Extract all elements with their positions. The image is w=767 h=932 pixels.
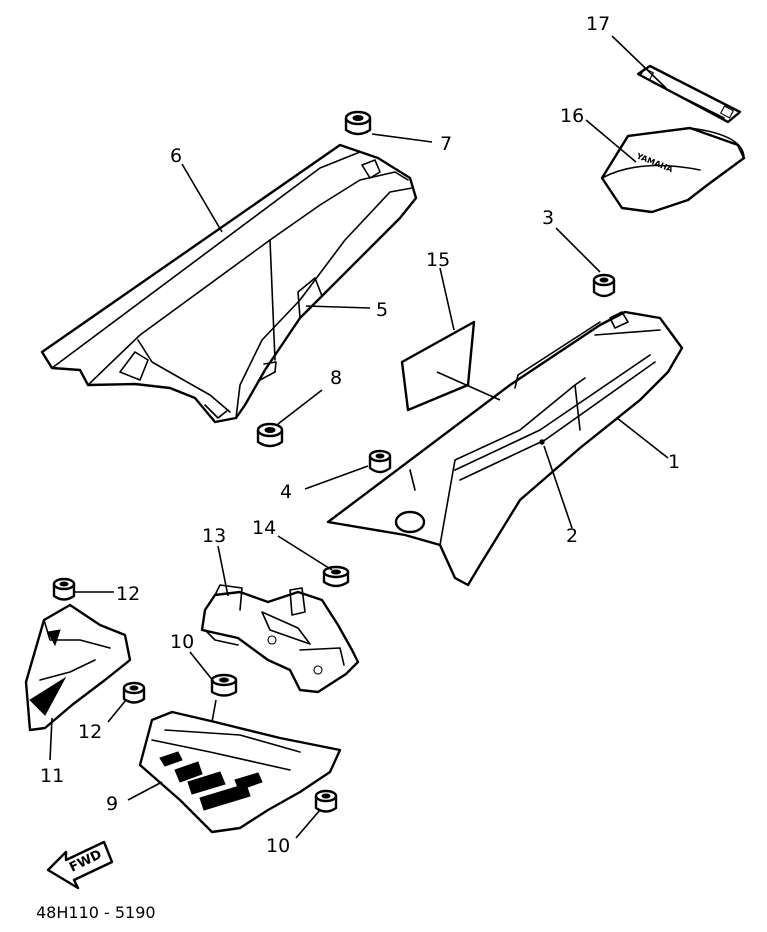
callout-3: 3 [542,207,554,229]
grommet-12-top [52,577,76,601]
callout-9: 9 [106,793,118,815]
callout-6: 6 [170,145,182,167]
cover-edge-trim [235,187,413,419]
callout-1: 1 [668,451,680,473]
callout-11: 11 [40,765,64,787]
screw-2 [539,439,545,445]
side-cover-right [326,310,684,587]
fwd-arrow: FWD [46,840,114,890]
cover-bracket [200,584,360,694]
callout-4: 4 [280,481,292,503]
callout-5: 5 [376,299,388,321]
grommet-8 [256,422,284,448]
callout-17: 17 [586,13,610,35]
grommet-12-bottom [122,681,146,704]
bracket-left [24,603,132,732]
lower-panel [138,710,342,834]
tool-pouch: YAMAHA [600,126,746,214]
callout-7: 7 [440,133,452,155]
grommet-7 [344,110,372,136]
tool-band [636,64,742,124]
callout-8: 8 [330,367,342,389]
callout-12-top: 12 [116,583,140,605]
grommet-3 [592,273,616,298]
drawing-code: 48H110 - 5190 [36,903,156,922]
damper-14 [322,565,350,588]
callout-10-bottom: 10 [266,835,290,857]
callout-15: 15 [426,249,450,271]
callout-16: 16 [560,105,584,127]
callout-12-bottom: 12 [78,721,102,743]
grommet-10-bottom [314,789,338,813]
side-cover-left [40,143,418,424]
callout-13: 13 [202,525,226,547]
callout-14: 14 [252,517,276,539]
callout-2: 2 [566,525,578,547]
grommet-10-top [210,673,238,697]
leader-lines [49,35,669,839]
callout-10-top: 10 [170,631,194,653]
label-plate [400,320,476,412]
grommet-4 [368,449,392,474]
